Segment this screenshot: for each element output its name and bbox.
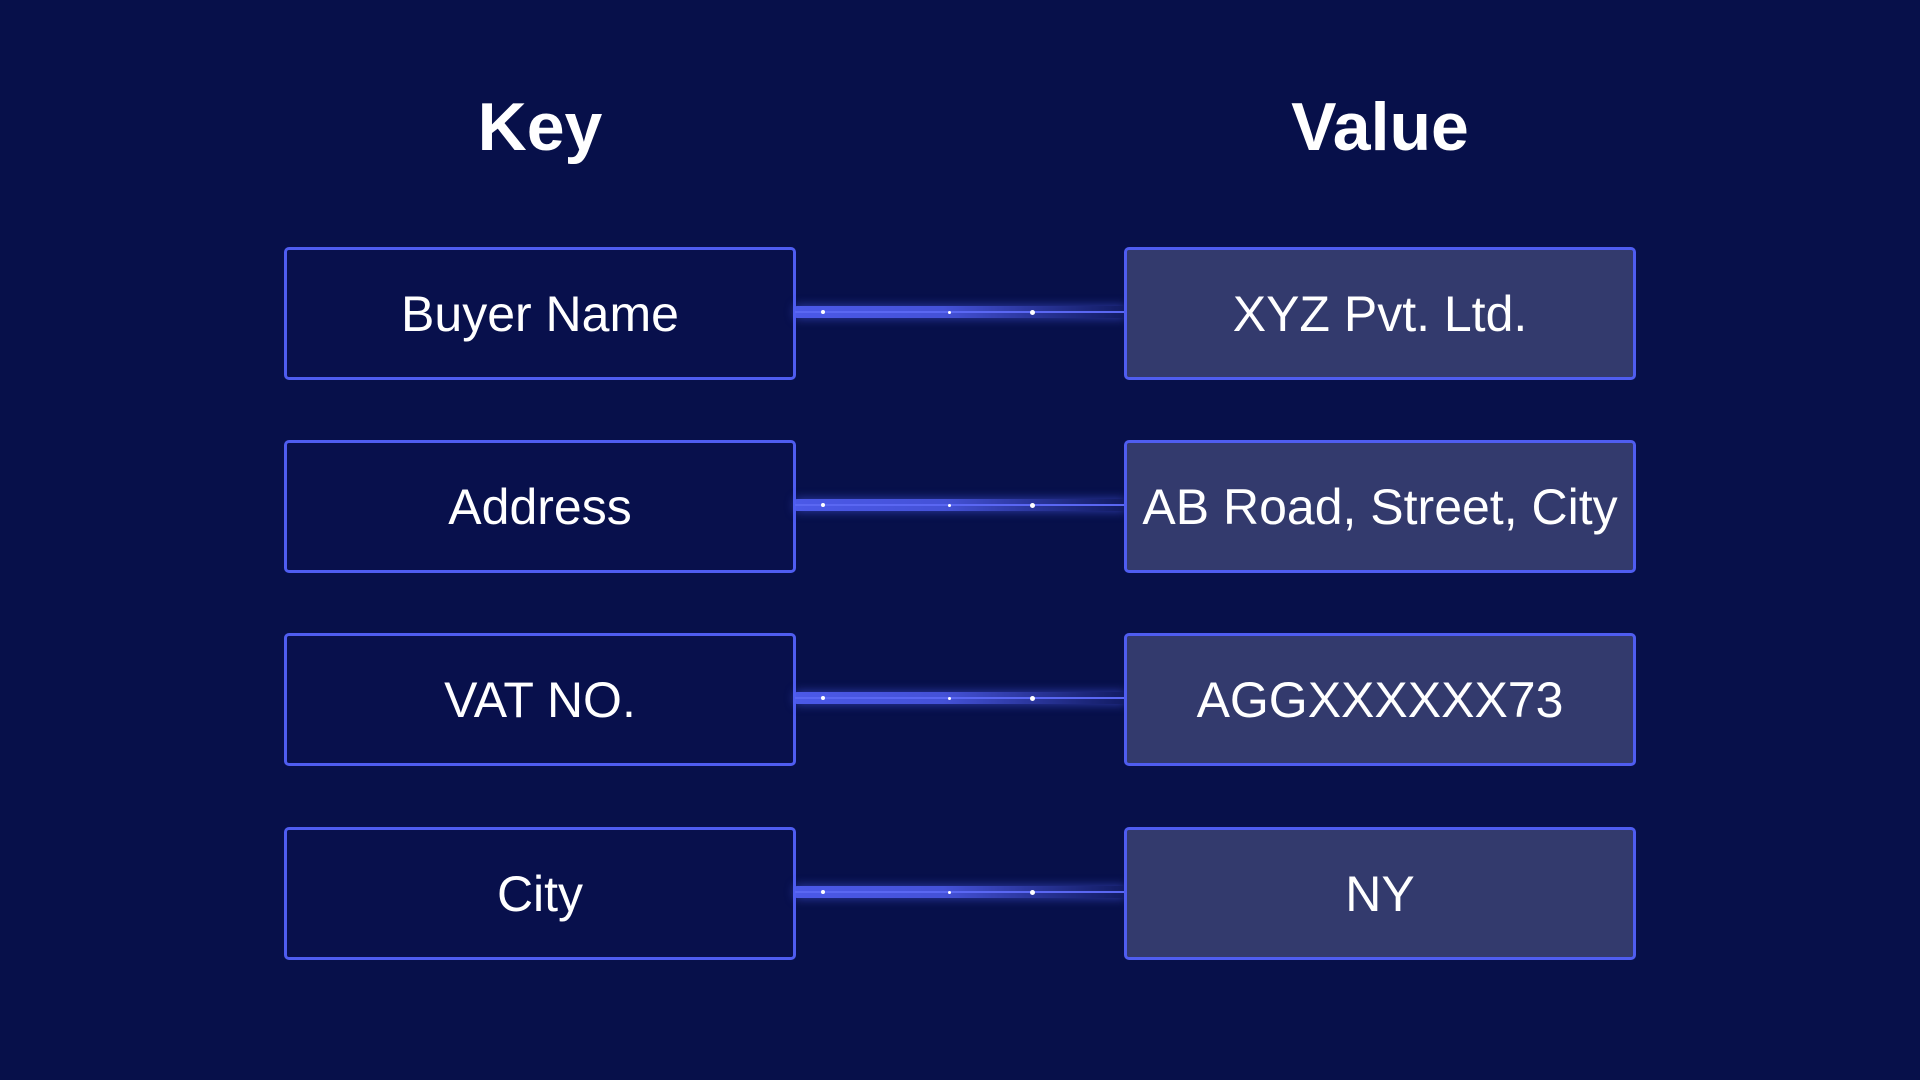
value-box-city: NY (1124, 827, 1636, 960)
connector-dot (1030, 309, 1035, 315)
connector-dot (948, 503, 951, 507)
key-box-address: Address (284, 440, 796, 573)
connector-line (795, 880, 1125, 904)
value-box-vat-no: AGGXXXXXX73 (1124, 633, 1636, 766)
key-box-buyer-name: Buyer Name (284, 247, 796, 380)
connector-dot (1030, 695, 1035, 701)
value-column-header: Value (1291, 89, 1469, 165)
connector-dot (1030, 502, 1035, 508)
connector-dot (1030, 889, 1035, 895)
connector-dot (821, 503, 825, 507)
connector-thin-line (795, 311, 1125, 313)
connector-dot (821, 696, 825, 700)
connector-thin-line (795, 891, 1125, 893)
value-box-address: AB Road, Street, City (1124, 440, 1636, 573)
connector-thin-line (795, 697, 1125, 699)
connector-line (795, 300, 1125, 324)
connector-dot (948, 890, 951, 894)
key-column-header: Key (477, 89, 603, 165)
connector-thin-line (795, 504, 1125, 506)
key-box-vat-no: VAT NO. (284, 633, 796, 766)
connector-dot (821, 890, 825, 894)
connector-line (795, 493, 1125, 517)
value-box-buyer-name: XYZ Pvt. Ltd. (1124, 247, 1636, 380)
connector-dot (948, 696, 951, 700)
connector-dot (948, 310, 951, 314)
key-box-city: City (284, 827, 796, 960)
connector-line (795, 686, 1125, 710)
connector-dot (821, 310, 825, 314)
